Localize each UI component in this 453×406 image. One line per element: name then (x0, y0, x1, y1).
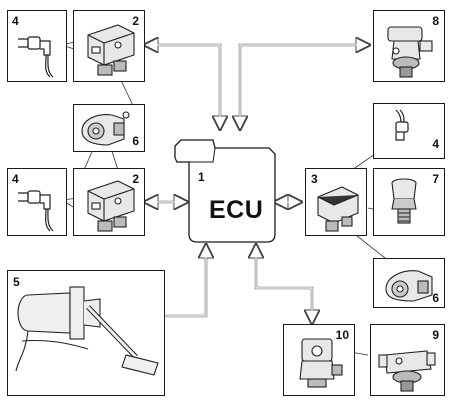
relay-valve-icon (378, 350, 436, 392)
component-box-sensor-top-left[interactable]: 4 (7, 10, 67, 82)
component-number: 10 (335, 328, 349, 342)
connector-ecu-solenoid (256, 246, 312, 322)
component-box-valve-top-right[interactable]: 8 (373, 10, 445, 82)
modulator-valve-icon (87, 24, 135, 76)
sensor-plug-icon (395, 109, 409, 141)
component-box-brake-unit-left[interactable]: 6 (73, 104, 145, 152)
sensor-plug-icon (18, 36, 54, 78)
connector-ecu-valve8 (240, 45, 368, 128)
component-box-brake-pedal[interactable]: 5 (7, 270, 165, 396)
component-number: 6 (132, 134, 139, 148)
brake-chamber-icon (385, 270, 433, 302)
connector-pedal-ecu (165, 246, 206, 318)
ecu-label: ECU (209, 196, 264, 224)
component-box-solenoid-valve[interactable]: 10 (283, 324, 355, 396)
brake-chamber-icon (81, 111, 130, 146)
component-box-valve-mid-right[interactable]: 3 (305, 168, 367, 236)
connector-valve2-top-ecu (146, 45, 220, 128)
pressure-sensor-icon (391, 178, 417, 224)
component-number: 8 (432, 14, 439, 28)
component-number: 4 (12, 14, 19, 28)
component-number: 2 (132, 14, 139, 28)
component-number: 3 (311, 172, 318, 186)
component-box-valve-mid-left[interactable]: 2 (73, 168, 145, 236)
modulator-valve-icon (87, 180, 135, 232)
component-box-sensor-mid-left[interactable]: 4 (7, 168, 67, 236)
ecu-housing-icon (174, 139, 276, 243)
sensor-plug-icon (18, 190, 54, 232)
leader-brake-valve-right (351, 231, 386, 259)
relay-valve-icon (387, 26, 433, 78)
component-number: 2 (132, 172, 139, 186)
component-number: 9 (432, 328, 439, 342)
component-box-relay-valve-bottom[interactable]: 9 (370, 324, 445, 396)
component-box-sensor-right[interactable]: 4 (373, 103, 445, 159)
solenoid-valve-icon (299, 338, 343, 388)
component-box-brake-unit-right[interactable]: 6 (373, 258, 445, 308)
component-number: 4 (432, 137, 439, 151)
component-number: 5 (13, 275, 20, 289)
component-number: 4 (12, 172, 19, 186)
ecu-number: 1 (198, 170, 205, 184)
ecu-unit[interactable]: 1 ECU (173, 138, 277, 246)
brake-pedal-icon (15, 286, 159, 376)
component-number: 7 (432, 172, 439, 186)
modulator-valve-icon (317, 186, 359, 232)
component-number: 6 (432, 291, 439, 305)
component-box-valve-top[interactable]: 2 (73, 10, 145, 82)
component-box-pressure-sensor[interactable]: 7 (373, 168, 445, 236)
